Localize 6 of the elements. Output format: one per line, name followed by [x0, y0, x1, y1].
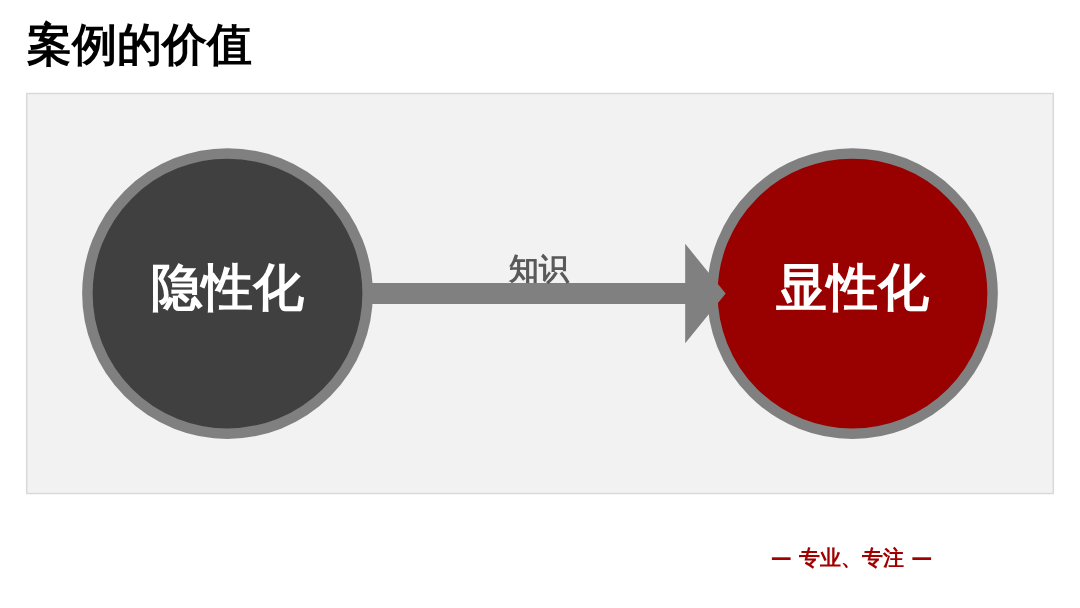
edge-label: 知识 [509, 250, 570, 286]
label: — 专业、专注 — [770, 546, 933, 571]
diagram-title: 案例的价值 [26, 18, 252, 72]
node-circle: 显性化 [707, 148, 998, 439]
cluster [25, 92, 1055, 495]
node-circle: 隐性化 [82, 148, 373, 439]
